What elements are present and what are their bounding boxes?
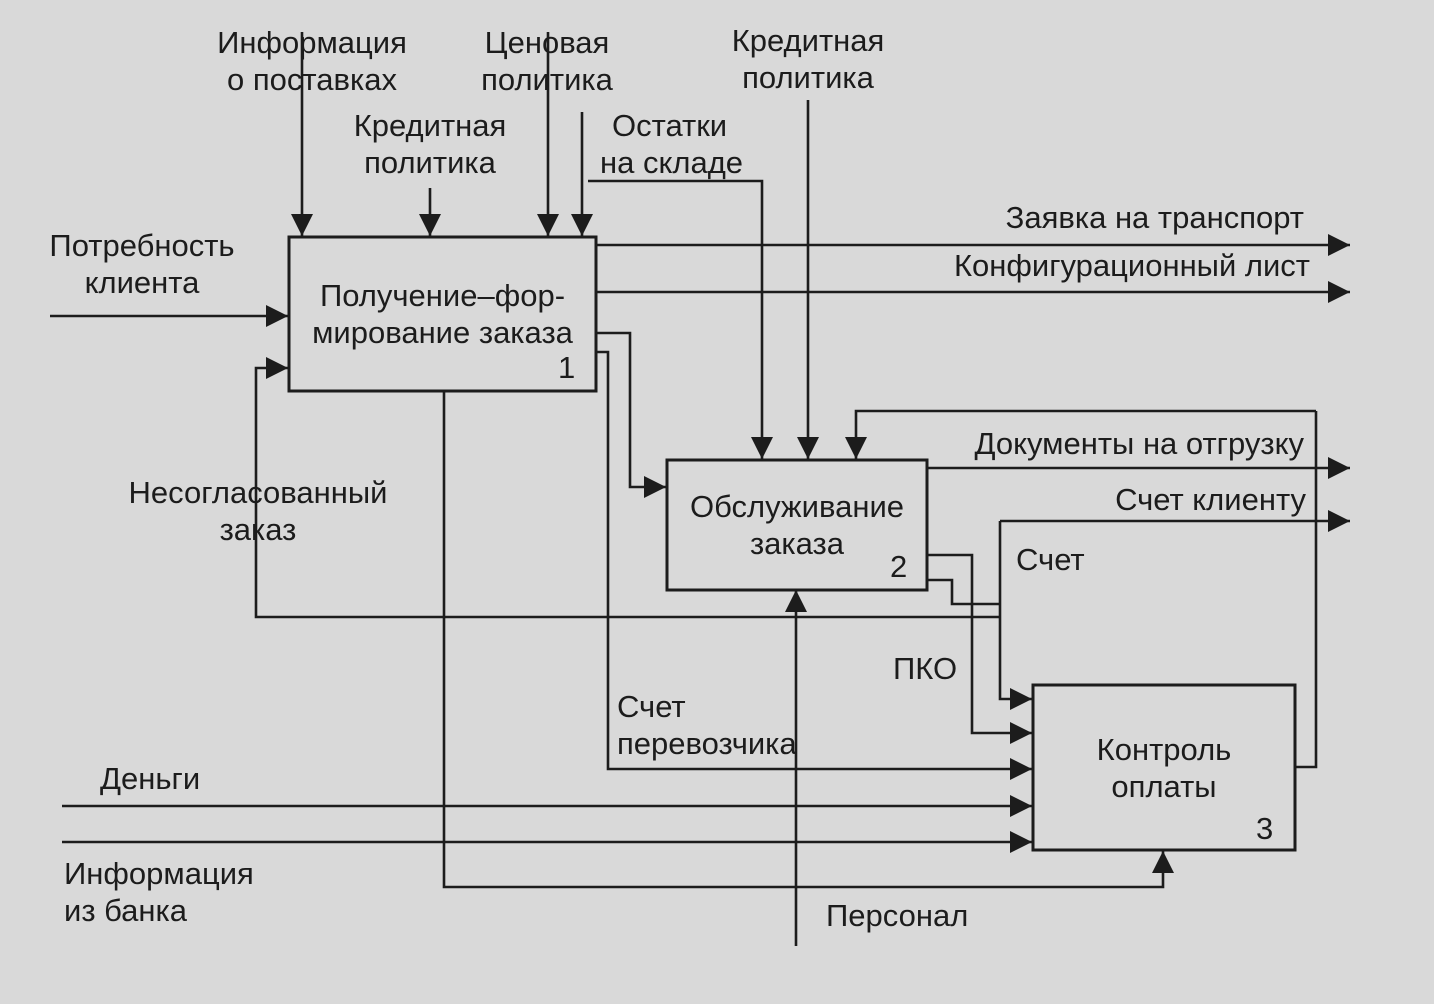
arrow-f1-to-f2 (596, 331, 666, 498)
label-info-supply-line-2: о поставках (227, 62, 397, 97)
label-bank-info-line-1: Информация (64, 856, 254, 891)
label-bank-info-line-2: из банка (64, 893, 188, 928)
label-credit-policy-f1-line-1: Кредитная (353, 108, 507, 143)
function-3-title-line-1: Контроль (1096, 732, 1232, 767)
label-carrier-invoice-line-1: Счет (617, 689, 686, 724)
label-bank-info: Информация из банка (64, 855, 254, 929)
label-info-supply: Информация о поставках (196, 24, 428, 98)
label-credit-policy-f1: Кредитная политика (330, 107, 530, 181)
label-client-need-line-2: клиента (84, 265, 200, 300)
label-shipping-docs: Документы на отгрузку (974, 426, 1304, 461)
arrow-invoice (998, 521, 1032, 710)
label-stock: Остатки на складе (600, 107, 743, 181)
label-staff: Персонал (826, 898, 969, 933)
label-unapproved-order-line-1: Несогласованный (128, 475, 388, 510)
function-3-number: 3 (1256, 811, 1274, 846)
label-stock-line-2: на складе (600, 145, 744, 180)
label-config-sheet: Конфигурационный лист (953, 248, 1310, 283)
label-stock-line-1: Остатки (612, 108, 728, 143)
label-transport-request: Заявка на транспорт (1005, 200, 1304, 235)
label-unapproved-order-line-2: заказ (219, 512, 297, 547)
line-f2-to-unapproved (927, 578, 1000, 606)
label-money: Деньги (100, 761, 201, 796)
function-box-1 (287, 235, 598, 393)
function-1-number: 1 (558, 350, 576, 385)
function-1-title: Получение–фор- мирование заказа (289, 277, 596, 351)
label-info-supply-line-1: Информация (217, 25, 407, 60)
label-price-policy-line-1: Ценовая (484, 25, 610, 60)
label-carrier-invoice-line-2: перевозчика (617, 726, 797, 761)
function-2-title: Обслуживание заказа (667, 488, 927, 562)
function-1-title-line-1: Получение–фор- (319, 278, 566, 313)
label-invoice: Счет (1016, 542, 1085, 577)
function-3-title-line-2: оплаты (1111, 769, 1217, 804)
line-f3-feedback (1295, 411, 1318, 769)
label-pko: ПКО (893, 651, 958, 686)
label-client-need: Потребность клиента (42, 227, 242, 301)
label-credit-policy-top: Кредитная политика (708, 22, 908, 96)
arrow-carrier-invoice (596, 350, 1032, 780)
function-3-title: Контроль оплаты (1033, 731, 1295, 805)
function-2-title-line-2: заказа (749, 526, 845, 561)
arrow-feedback-f3-to-f2 (845, 409, 1316, 459)
arrow-unapproved-order (254, 357, 1000, 619)
label-price-policy-line-2: политика (481, 62, 613, 97)
function-2-title-line-1: Обслуживание (689, 489, 905, 524)
arrow-staff-to-f3 (442, 391, 1174, 889)
label-carrier-invoice: Счет перевозчика (617, 688, 797, 762)
label-unapproved-order: Несогласованный заказ (110, 474, 406, 548)
label-client-invoice: Счет клиенту (1115, 482, 1306, 517)
function-1-title-line-2: мирование заказа (312, 315, 573, 350)
label-credit-policy-top-line-1: Кредитная (731, 23, 885, 58)
arrow-stock-2 (588, 179, 773, 459)
arrow-pko (927, 553, 1032, 744)
function-2-number: 2 (890, 549, 908, 584)
label-credit-policy-f1-line-2: политика (364, 145, 496, 180)
label-credit-policy-top-line-2: политика (742, 60, 874, 95)
label-client-need-line-1: Потребность (49, 228, 235, 263)
label-price-policy: Ценовая политика (456, 24, 638, 98)
